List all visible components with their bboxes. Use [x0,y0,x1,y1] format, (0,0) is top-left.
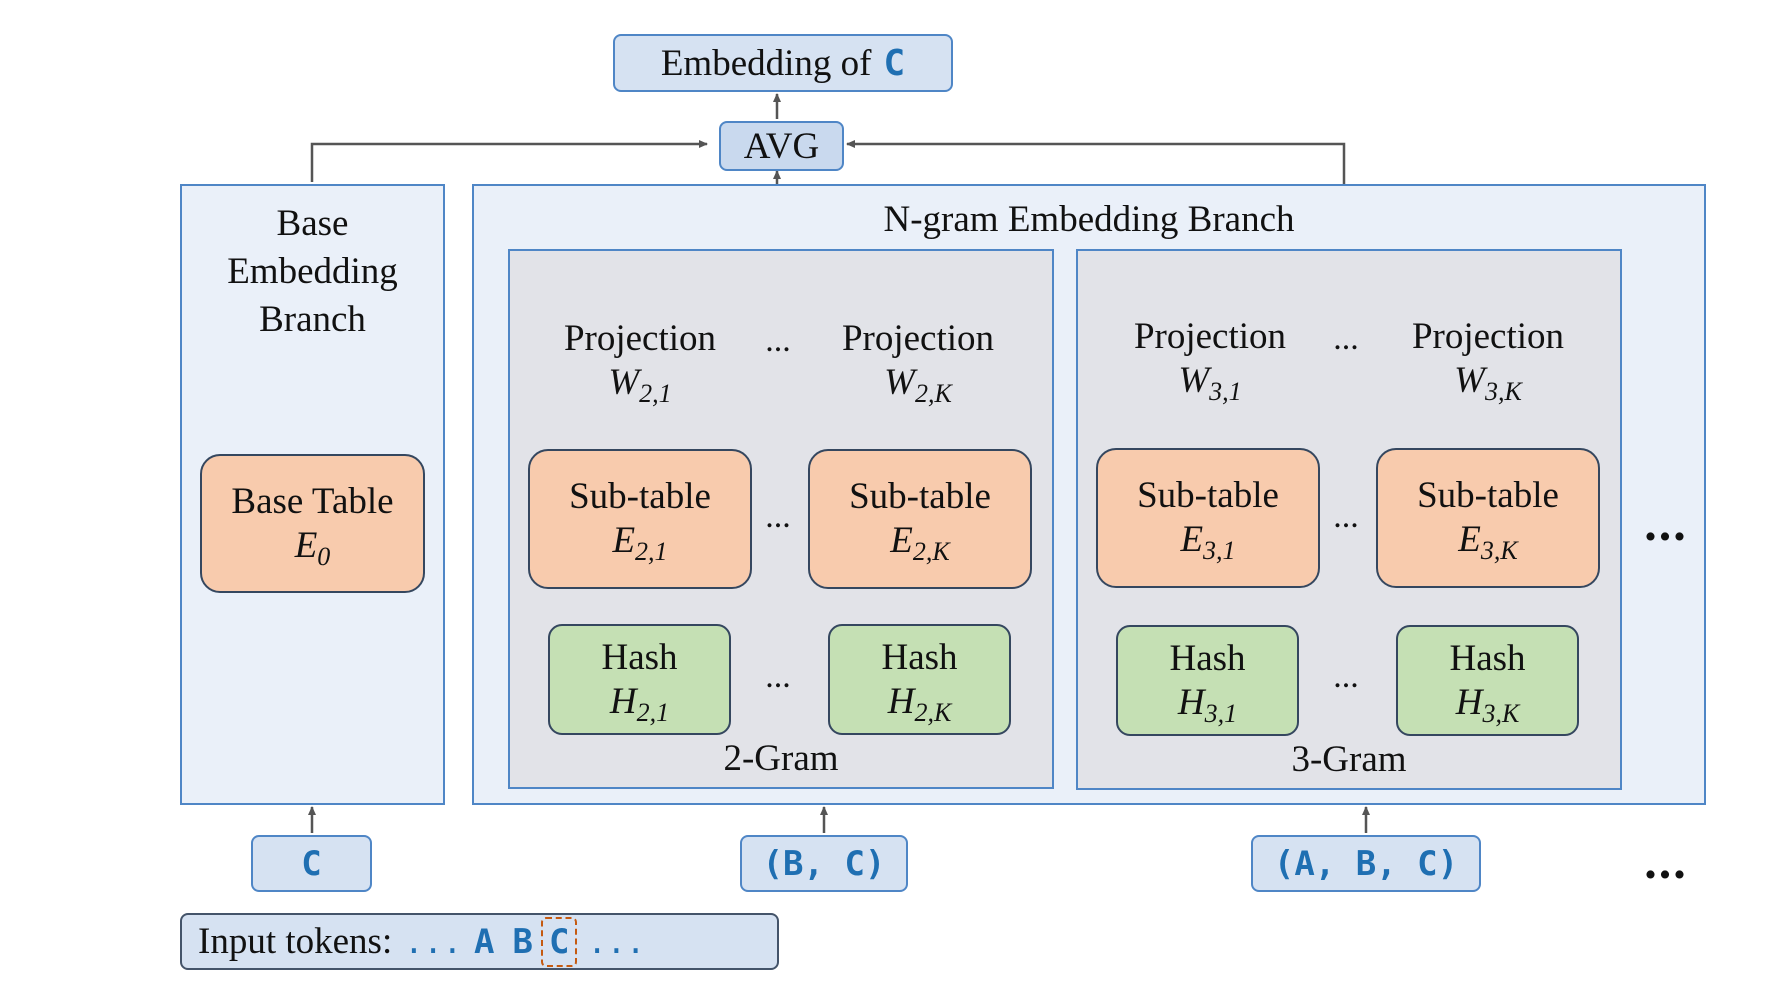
subtable-e31: Sub-table E3,1 [1096,448,1320,588]
projection-w21: Projection W2,1 [563,318,717,408]
output-embedding-box: Embedding of C [613,34,953,92]
input-tokens-label: Input tokens: [198,921,393,962]
base-table-label: Base Table [231,480,394,522]
token-b: B [512,921,533,962]
base-table-symbol: E0 [294,524,331,571]
token-c-highlighted: C [541,916,578,967]
avg-label: AVG [743,125,820,167]
ellipsis: ... [1333,498,1359,535]
hash-h31: Hash H3,1 [1116,625,1299,736]
hash-h21: Hash H2,1 [548,624,731,735]
ngram-branch-title: N-gram Embedding Branch [883,199,1295,240]
hash-h2k: Hash H2,K [828,624,1011,735]
projection-w3k: Projection W3,K [1411,316,1565,406]
input-unigram: C [251,835,372,892]
base-branch-title: Base Embedding Branch [227,203,398,340]
projection-w31: Projection W3,1 [1133,316,1287,406]
base-embedding-branch: Base Embedding Branch Base Table E0 [180,184,445,805]
subtable-e2k: Sub-table E2,K [808,449,1032,589]
token-a: A [474,921,495,962]
base-table-box: Base Table E0 [200,454,425,593]
ellipsis: ... [1333,320,1359,357]
bigram-caption: 2-Gram [723,738,839,779]
subtable-e21: Sub-table E2,1 [528,449,752,589]
token-ellipsis-post: ... [587,922,646,961]
subtable-e3k: Sub-table E3,K [1376,448,1600,588]
ellipsis: ... [1333,658,1359,695]
input-tokens-bar: Input tokens: ... A B C ... [180,913,779,970]
input-bigram: (B, C) [740,835,908,892]
avg-node: AVG [719,121,844,171]
output-label: Embedding of [660,42,872,84]
ellipsis: ... [765,498,791,535]
ellipsis: ... [765,322,791,359]
trigram-caption: 3-Gram [1291,739,1407,780]
projection-w2k: Projection W2,K [841,318,995,408]
hash-h3k: Hash H3,K [1396,625,1579,736]
output-token: C [883,42,906,84]
token-ellipsis-pre: ... [404,922,463,961]
input-trigram: (A, B, C) [1251,835,1481,892]
more-grams-ellipsis: ... [1644,495,1688,551]
ellipsis: ... [765,658,791,695]
more-inputs-ellipsis: ... [1644,833,1688,889]
